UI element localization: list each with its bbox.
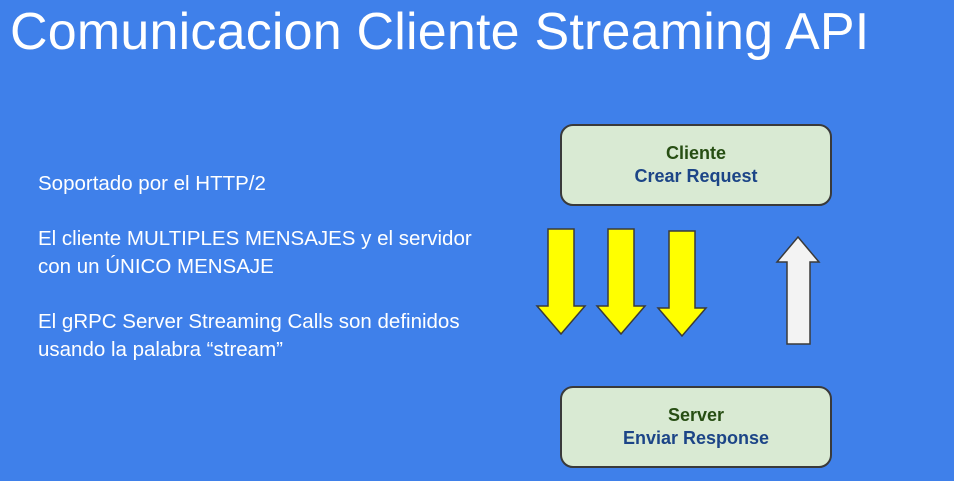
bullet-http2: Soportado por el HTTP/2 [38, 172, 266, 195]
server-box-action: Enviar Response [622, 428, 770, 448]
down-arrow-3 [656, 230, 708, 338]
client-box: Cliente Crear Request [560, 124, 832, 206]
bullet-multiple-messages: El cliente MULTIPLES MENSAJES y el servi… [38, 227, 472, 278]
bullet-list: Soportado por el HTTP/2 El cliente MULTI… [38, 170, 478, 391]
slide-title: Comunicacion Cliente Streaming API [10, 3, 870, 61]
client-box-action: Crear Request [634, 166, 758, 186]
up-arrow [775, 235, 821, 345]
down-arrow-1 [535, 228, 587, 336]
bullet-grpc-stream: El gRPC Server Streaming Calls son defin… [38, 310, 460, 361]
server-box-name: Server [667, 405, 725, 425]
client-box-name: Cliente [665, 143, 726, 163]
down-arrow-2 [595, 228, 647, 336]
server-box: Server Enviar Response [560, 386, 832, 468]
